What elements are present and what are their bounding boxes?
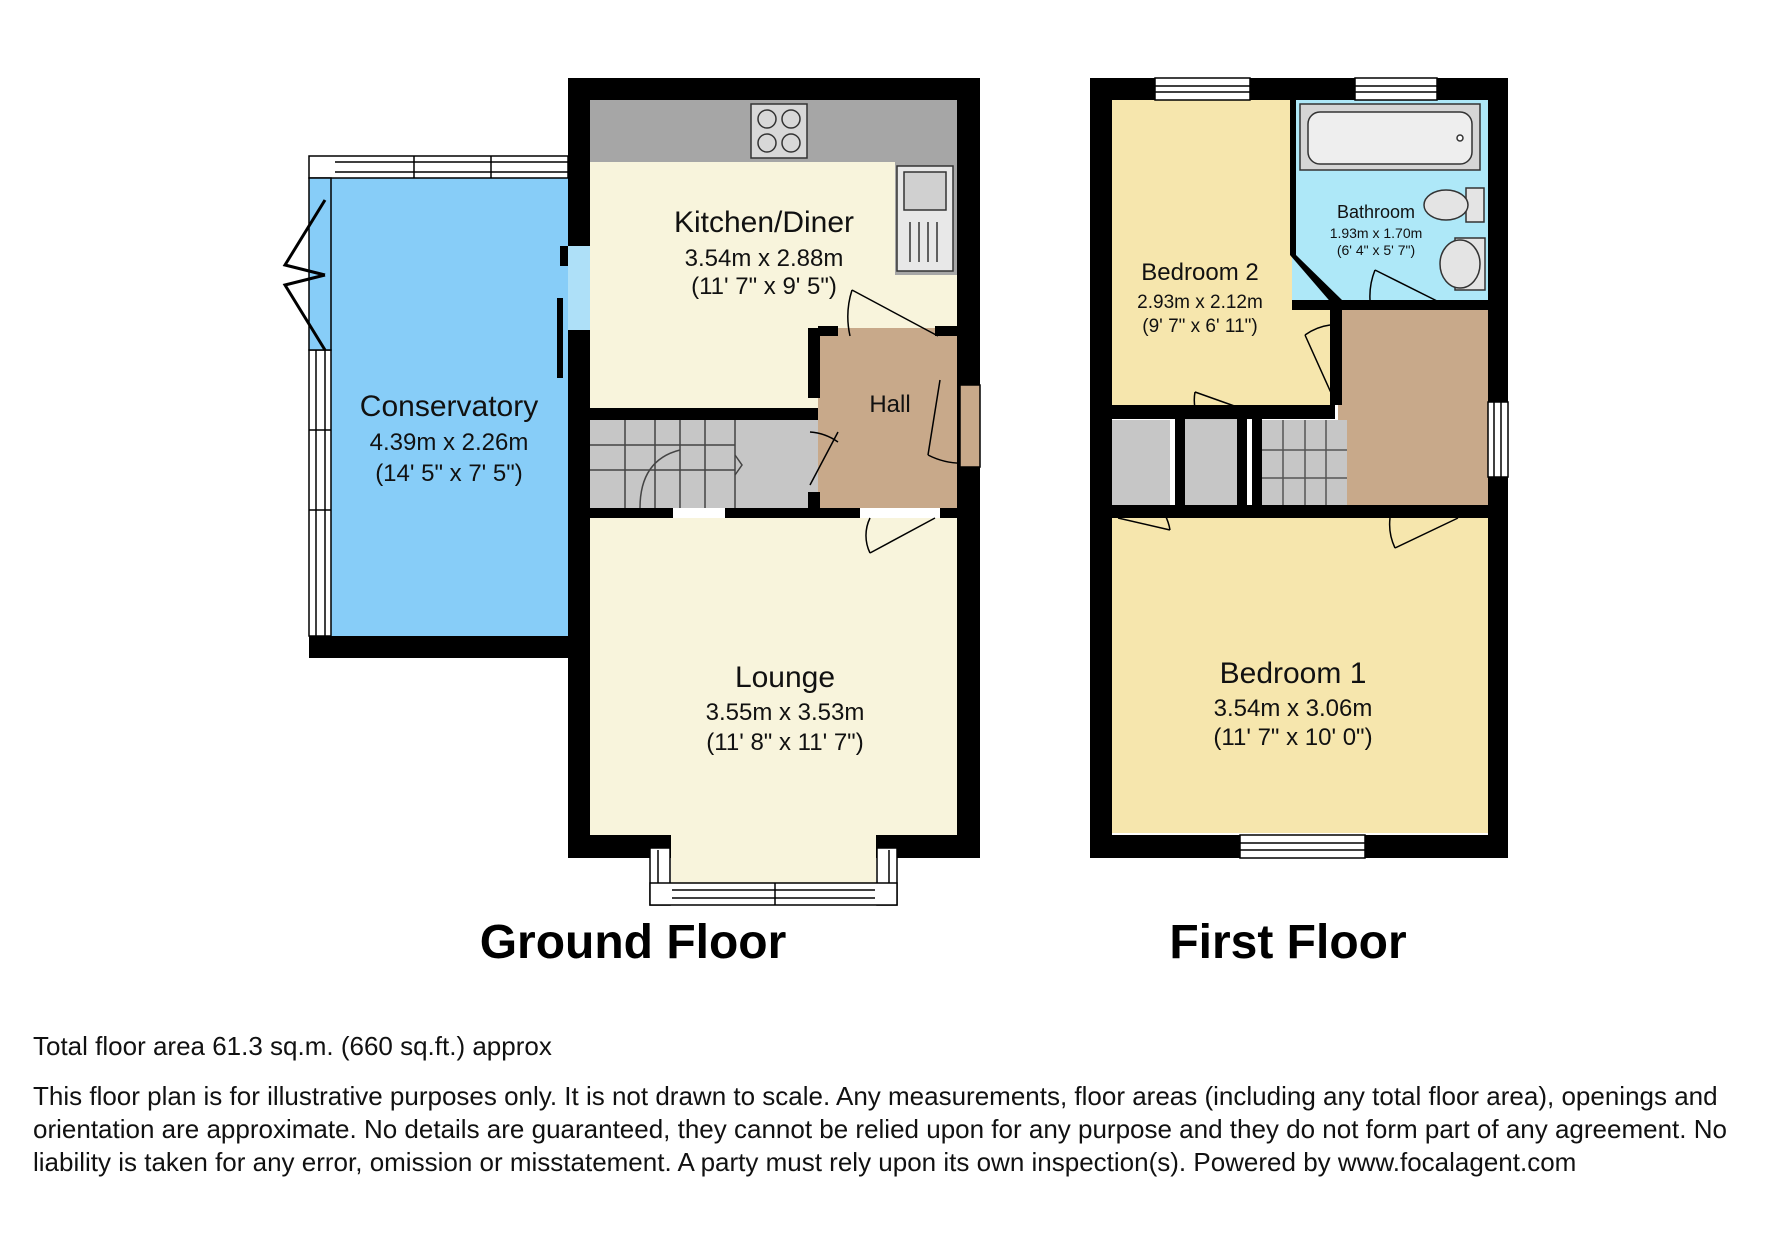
room-imperial-conservatory: (14' 5" x 7' 5") — [375, 460, 523, 487]
first-cupboard-1 — [1108, 420, 1170, 508]
first-stairs-icon — [1262, 420, 1347, 508]
room-labels: Kitchen/Diner 3.54m x 2.88m (11' 7" x 9'… — [360, 202, 1423, 969]
lounge-room — [588, 518, 957, 835]
room-name-bedroom-1: Bedroom 1 — [1220, 657, 1367, 690]
first-doors — [1117, 269, 1459, 549]
bay-window — [649, 847, 898, 906]
ground-floor-plan — [282, 78, 981, 906]
landing-area — [1338, 310, 1488, 508]
room-imperial-kitchen: (11' 7" x 9' 5") — [691, 273, 837, 300]
floor-title-ground: Ground Floor — [480, 916, 787, 969]
room-imperial-bedroom-1: (11' 7" x 10' 0") — [1213, 724, 1372, 751]
room-name-bedroom-2: Bedroom 2 — [1141, 259, 1258, 286]
conservatory-door-opening — [568, 246, 590, 330]
hob-icon — [750, 103, 808, 159]
room-imperial-lounge: (11' 8" x 11' 7") — [706, 729, 863, 756]
conservatory-glazing — [282, 155, 569, 637]
room-name-kitchen: Kitchen/Diner — [674, 206, 854, 239]
bath-icon — [1299, 103, 1481, 171]
disclaimer-text: This floor plan is for illustrative purp… — [33, 1081, 1727, 1177]
room-metric-conservatory: 4.39m x 2.26m — [370, 429, 529, 456]
floor-title-first: First Floor — [1169, 916, 1406, 969]
bedroom-1-room — [1110, 518, 1488, 833]
sink-icon — [896, 165, 954, 272]
stairs-icon — [588, 420, 743, 509]
basin-icon — [1439, 237, 1486, 291]
hall-room — [818, 328, 957, 508]
room-imperial-bedroom-2: (9' 7" x 6' 11") — [1142, 316, 1257, 337]
room-metric-kitchen: 3.54m x 2.88m — [685, 245, 844, 272]
room-name-conservatory: Conservatory — [360, 390, 538, 423]
room-imperial-bathroom: (6' 4" x 5' 7") — [1337, 242, 1415, 258]
toilet-icon — [1423, 187, 1485, 223]
room-metric-bedroom-2: 2.93m x 2.12m — [1137, 292, 1263, 313]
room-metric-bathroom: 1.93m x 1.70m — [1330, 225, 1423, 241]
room-metric-bedroom-1: 3.54m x 3.06m — [1214, 695, 1373, 722]
ground-doors — [809, 289, 981, 554]
first-floor-plan — [1090, 77, 1509, 859]
conservatory-room — [330, 178, 570, 636]
room-metric-lounge: 3.55m x 3.53m — [706, 699, 865, 726]
room-name-hall: Hall — [869, 391, 910, 418]
room-name-bathroom: Bathroom — [1337, 202, 1415, 222]
first-cupboard-2 — [1185, 408, 1237, 508]
total-floor-area: Total floor area 61.3 sq.m. (660 sq.ft.)… — [33, 1031, 552, 1061]
bay-window-area — [671, 835, 876, 883]
first-windows — [1154, 77, 1509, 859]
ground-stairs — [588, 420, 818, 508]
room-name-lounge: Lounge — [735, 661, 835, 694]
